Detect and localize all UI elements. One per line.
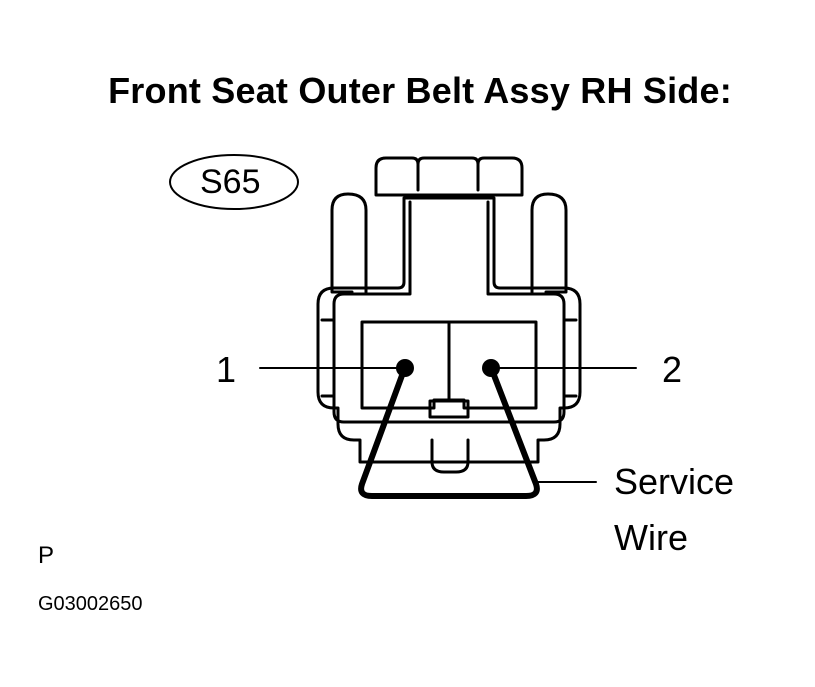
pin-2-number: 2 [662,349,683,390]
connector-left-bump [320,318,336,398]
connector-housing-outer [316,196,582,464]
connector-code-label: S65 [200,163,261,201]
diagram-title: Front Seat Outer Belt Assy RH Side: [108,70,732,111]
corner-letter: P [38,542,55,569]
pin-2-terminal [482,359,500,377]
service-wire [358,367,540,499]
connector-right-bump [562,318,578,398]
connector-left-finger [330,192,368,294]
pin-1-terminal [396,359,414,377]
figure-code: G03002650 [38,593,143,615]
connector-housing-inner [332,200,566,424]
connector-right-finger [530,192,568,294]
pin-1-number: 1 [216,349,237,390]
connector-top-latch [374,156,524,197]
connector-code-ellipse [169,154,299,210]
service-wire-label-line1: Service [614,461,735,502]
center-key [428,399,470,419]
service-wire-label-line2: Wire [614,517,688,558]
connector-bottom-nub [430,438,470,474]
